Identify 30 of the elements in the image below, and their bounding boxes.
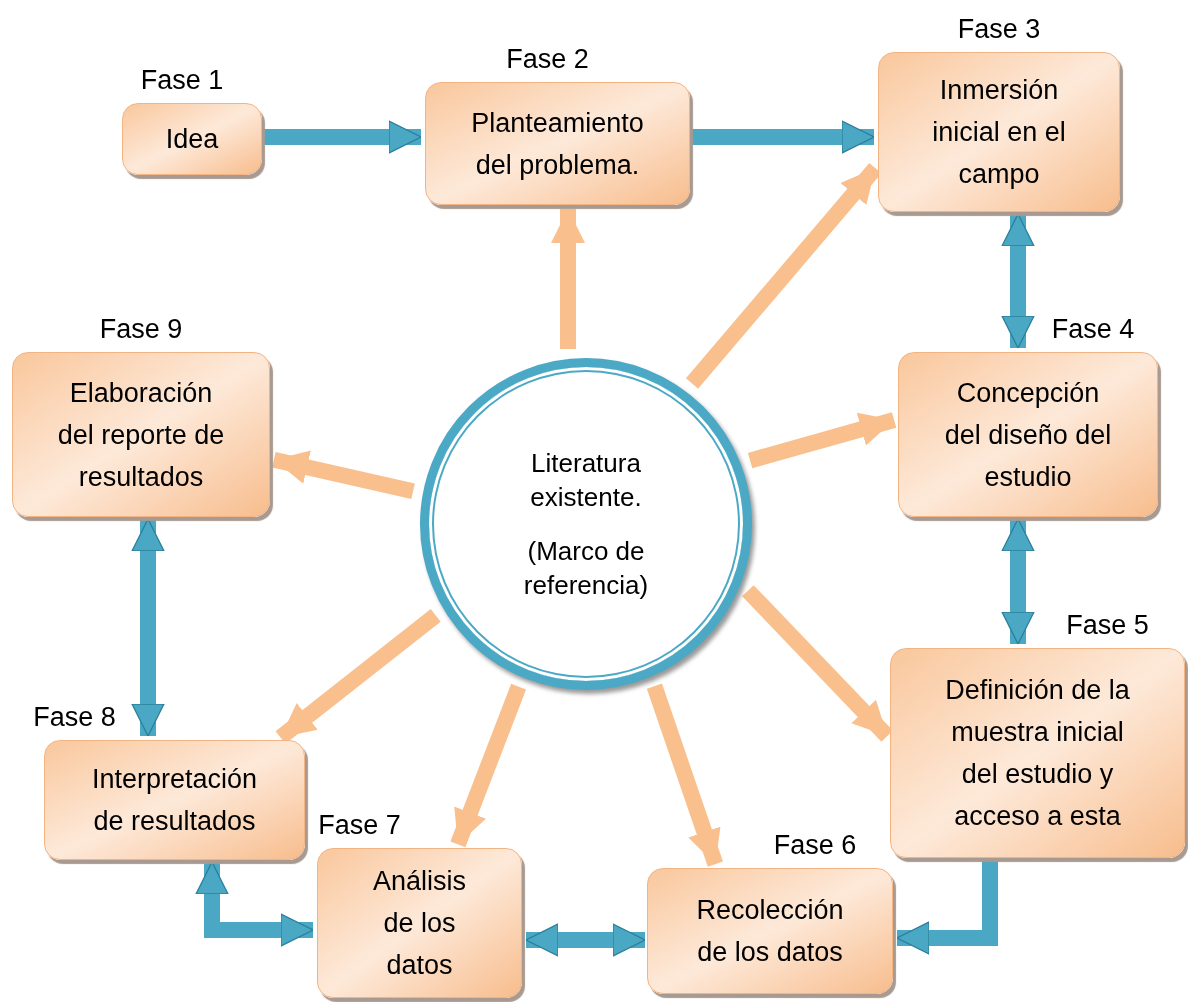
arrow <box>692 120 875 154</box>
node-text: Interpretación de resultados <box>90 763 259 838</box>
node-text: Idea <box>165 123 219 156</box>
node-text: Literatura existente. <box>529 447 643 514</box>
arrow <box>195 861 314 947</box>
phase-label: Fase 2 <box>506 43 589 75</box>
node-text: (Marco de referencia) <box>522 535 650 602</box>
phase-label: Fase 7 <box>318 809 401 841</box>
phase-label: Fase 5 <box>1066 609 1149 641</box>
node-text: Elaboración del reporte de resultados <box>56 376 226 494</box>
node-text: Definición de la muestra inicial del estudio y acceso a esta <box>944 674 1131 833</box>
arrow <box>131 518 165 737</box>
phase-label: Fase 6 <box>773 829 857 861</box>
arrow <box>896 860 998 955</box>
phase-label: Fase 9 <box>99 313 183 345</box>
node-text: Inmersión inicial en el campo <box>931 74 1067 191</box>
arrow <box>551 209 585 349</box>
node-text: Planteamiento del problema. <box>470 106 645 182</box>
node-text: Análisis de los datos <box>371 865 467 982</box>
phase-label: Fase 3 <box>957 13 1041 45</box>
arrow <box>525 923 646 957</box>
phase-label: Fase 8 <box>33 701 116 733</box>
arrow <box>1001 213 1035 349</box>
node-text: Concepción del diseño del estudio <box>943 376 1113 494</box>
arrow <box>1001 518 1035 645</box>
arrow <box>272 450 415 499</box>
phase-label: Fase 1 <box>140 64 224 96</box>
node-text: Recolección de los datos <box>695 894 845 969</box>
arrow <box>264 120 422 154</box>
phase-label: Fase 4 <box>1051 313 1135 345</box>
